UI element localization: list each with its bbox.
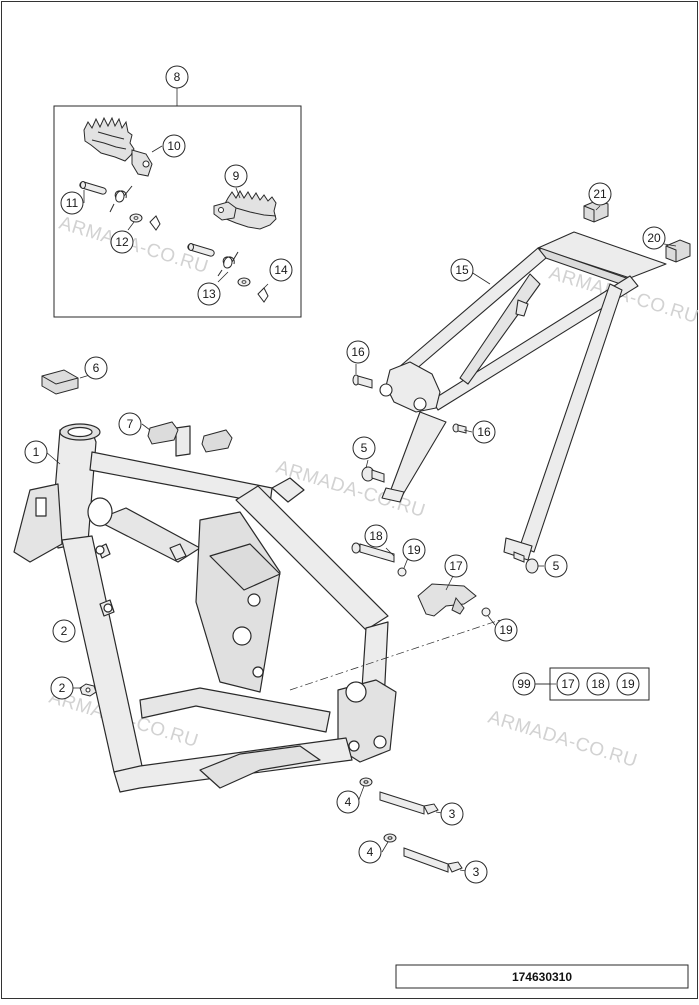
- bolt-16-left: [352, 374, 373, 389]
- kit-label: 99: [517, 677, 531, 691]
- svg-text:5: 5: [553, 559, 560, 573]
- spring-13: [217, 251, 239, 277]
- watermark-text-5: ARMADA-CO.RU: [486, 707, 640, 772]
- svg-text:17: 17: [561, 677, 575, 691]
- callout-5-right: 5: [544, 554, 568, 578]
- callout-1: 1: [24, 440, 48, 464]
- callout-18: 18: [364, 524, 388, 548]
- svg-text:18: 18: [369, 529, 383, 543]
- footrest-pin-11: [79, 181, 107, 195]
- callout-6: 6: [84, 356, 108, 380]
- svg-text:1: 1: [33, 445, 40, 459]
- svg-text:19: 19: [499, 623, 513, 637]
- callout-19-upper: 19: [402, 538, 426, 562]
- callout-2-top: 2: [52, 619, 76, 643]
- main-frame: [13, 423, 397, 793]
- bolt-3-lower: [383, 833, 463, 873]
- svg-text:12: 12: [115, 235, 129, 249]
- callout-21: 21: [588, 182, 612, 206]
- washer-19-left: [397, 567, 407, 577]
- callout-9: 9: [224, 164, 248, 188]
- svg-text:8: 8: [174, 70, 181, 84]
- kit-member-19: 19: [616, 672, 640, 696]
- kit-group-99: 99 17 18 19: [512, 667, 650, 701]
- callout-4-upper: 4: [336, 790, 360, 814]
- callout-3-upper: 3: [440, 802, 464, 826]
- callout-7: 7: [118, 412, 142, 436]
- guide-17: [417, 583, 477, 617]
- svg-text:16: 16: [351, 345, 365, 359]
- kit-member-18: 18: [586, 672, 610, 696]
- washer-19-right: [481, 607, 491, 617]
- svg-text:14: 14: [274, 263, 288, 277]
- svg-text:20: 20: [647, 231, 661, 245]
- frame-cap-6: [41, 369, 79, 395]
- document-number: 174630310: [512, 970, 572, 984]
- callout-11: 11: [60, 191, 84, 215]
- svg-text:21: 21: [593, 187, 607, 201]
- end-cap-20: [665, 239, 691, 263]
- footrest-pin-13: [187, 243, 215, 257]
- callout-4-lower: 4: [358, 840, 382, 864]
- nut-2-bottom: [79, 683, 97, 697]
- callout-20: 20: [642, 226, 666, 250]
- svg-text:10: 10: [167, 139, 181, 153]
- svg-text:13: 13: [202, 287, 216, 301]
- rear-subframe: [379, 231, 667, 561]
- callout-12: 12: [110, 230, 134, 254]
- kit-member-17: 17: [556, 672, 580, 696]
- svg-text:5: 5: [361, 441, 368, 455]
- callout-10: 10: [162, 134, 186, 158]
- bolt-5-left: [361, 466, 385, 483]
- kit-member-box: [549, 667, 650, 701]
- svg-text:2: 2: [59, 681, 66, 695]
- alignment-line: [289, 619, 501, 691]
- svg-text:17: 17: [449, 559, 463, 573]
- svg-text:6: 6: [93, 361, 100, 375]
- svg-text:3: 3: [473, 865, 480, 879]
- clip-7: [147, 421, 233, 453]
- bolt-16-right: [452, 423, 467, 434]
- svg-text:3: 3: [449, 807, 456, 821]
- svg-text:4: 4: [345, 795, 352, 809]
- callout-16-left: 16: [346, 340, 370, 364]
- bolt-18: [351, 542, 395, 563]
- callout-8: 8: [165, 65, 189, 89]
- svg-text:7: 7: [127, 417, 134, 431]
- svg-text:18: 18: [591, 677, 605, 691]
- footrest-right: [213, 189, 277, 230]
- svg-text:16: 16: [477, 425, 491, 439]
- callout-13: 13: [197, 282, 221, 306]
- footrest-spring: [109, 185, 133, 213]
- document-number-box: 174630310: [395, 964, 689, 989]
- callout-16-right: 16: [472, 420, 496, 444]
- callout-19-lower: 19: [494, 618, 518, 642]
- callout-5-left: 5: [352, 436, 376, 460]
- svg-text:4: 4: [367, 845, 374, 859]
- svg-text:19: 19: [407, 543, 421, 557]
- callout-2-bottom: 2: [50, 676, 74, 700]
- bolt-3-upper: [359, 777, 439, 815]
- callout-15: 15: [450, 258, 474, 282]
- callout-14: 14: [269, 258, 293, 282]
- svg-text:19: 19: [621, 677, 635, 691]
- clip-12: [149, 215, 161, 231]
- svg-text:9: 9: [233, 169, 240, 183]
- callout-17: 17: [444, 554, 468, 578]
- clip-14: [257, 287, 269, 303]
- callout-3-lower: 3: [464, 860, 488, 884]
- bolt-5-right: [513, 551, 539, 574]
- svg-text:11: 11: [66, 196, 79, 210]
- svg-text:15: 15: [455, 263, 469, 277]
- footrest-kit-box: [53, 88, 302, 318]
- svg-text:2: 2: [61, 624, 68, 638]
- footrest-left: [83, 116, 153, 177]
